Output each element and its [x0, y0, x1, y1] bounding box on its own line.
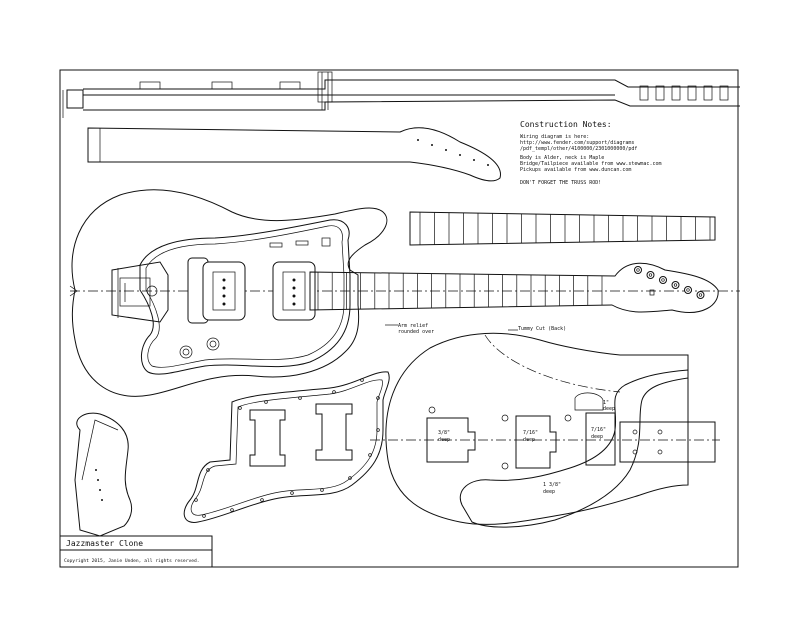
screw-hole — [230, 508, 234, 512]
tuner-post — [698, 293, 703, 297]
pickguard-screw-holes — [194, 378, 380, 518]
screw-hole — [206, 468, 210, 472]
screw-hole — [360, 378, 364, 382]
neck-on-body — [309, 262, 719, 313]
tummy-cut-label: Tummy Cut (Back) — [518, 326, 566, 332]
body-pickguard — [139, 219, 351, 375]
cavity-label-neck: 7/16" — [523, 430, 538, 436]
screw-hole — [298, 396, 302, 400]
screw-hole — [332, 390, 336, 394]
note-line-6: Bridge/Tailpiece available from www.stew… — [520, 161, 661, 167]
tailpiece — [111, 261, 169, 323]
screw-hole — [290, 491, 294, 495]
cavity-label-upper: 1" — [603, 400, 609, 406]
sheet-border — [59, 69, 739, 568]
construction-notes: Construction Notes: Wiring diagram is he… — [520, 120, 661, 186]
tuner-pegs — [634, 266, 705, 299]
screw-hole — [376, 428, 380, 432]
headstock-template — [74, 412, 133, 537]
tuner-peg — [646, 271, 655, 279]
cavity-label-control: 1 3/8" — [543, 482, 561, 488]
neck-back-view — [87, 127, 501, 182]
tuner-row — [639, 85, 729, 101]
screw-hole — [348, 476, 352, 480]
cavity-label-mid: 7/16" — [591, 427, 606, 433]
tuner-post — [673, 283, 678, 287]
note-line-5: Body is Alder, neck is Maple — [520, 155, 604, 161]
note-line-2: http://www.fender.com/support/diagrams — [520, 140, 634, 146]
copyright-notice: Copyright 2015, Janie Unden, all rights … — [64, 558, 200, 564]
tuner-peg — [684, 286, 692, 294]
screw-hole — [376, 396, 380, 400]
screw-hole — [260, 498, 264, 502]
cavity-label-bridge-2: deep — [438, 437, 450, 443]
tuner-peg — [634, 266, 642, 274]
screw-hole — [368, 453, 372, 457]
cavity-label-bridge: 3/8" — [438, 430, 450, 436]
cavity-label-neck-2: deep — [523, 437, 535, 443]
notes-heading: Construction Notes: — [520, 120, 612, 129]
body-routing-view: 3/8" deep 7/16" deep 7/16" deep 1" deep … — [370, 332, 720, 528]
fretboard — [409, 211, 716, 246]
arm-relief-label: Arm relief — [398, 323, 428, 329]
arm-relief-label-2: rounded over — [398, 329, 434, 335]
tuner-peg — [659, 276, 667, 284]
pickguard-template — [183, 371, 390, 523]
tuner-post — [648, 273, 653, 277]
note-line-1: Wiring diagram is here: — [520, 134, 589, 140]
screw-hole — [264, 400, 268, 404]
neck-frets — [317, 272, 603, 310]
tuner-post — [661, 278, 665, 282]
screw-hole — [202, 514, 206, 518]
tuner-post — [636, 268, 640, 272]
note-line-3: /pdf_templ/other/4100000/2301000000/pdf — [520, 146, 637, 152]
note-line-7: Pickups available from www.duncan.com — [520, 167, 631, 173]
tuner-peg — [671, 281, 680, 289]
cavity-label-control-2: deep — [543, 489, 555, 495]
body-front — [69, 189, 740, 397]
title-block: Jazzmaster Clone Copyright 2015, Janie U… — [59, 535, 213, 568]
screw-hole — [194, 498, 198, 502]
note-line-9: DON'T FORGET THE TRUSS ROD! — [520, 180, 601, 186]
cavity-label-mid-2: deep — [591, 434, 603, 440]
screw-hole — [320, 488, 324, 492]
fret-lines — [419, 212, 711, 245]
cavity-label-upper-2: deep — [603, 406, 615, 412]
tuner-peg — [696, 291, 705, 299]
neck-side-profile — [62, 71, 740, 118]
tuner-post — [686, 288, 690, 292]
screw-hole — [238, 406, 242, 410]
drawing-title: Jazzmaster Clone — [66, 539, 143, 548]
